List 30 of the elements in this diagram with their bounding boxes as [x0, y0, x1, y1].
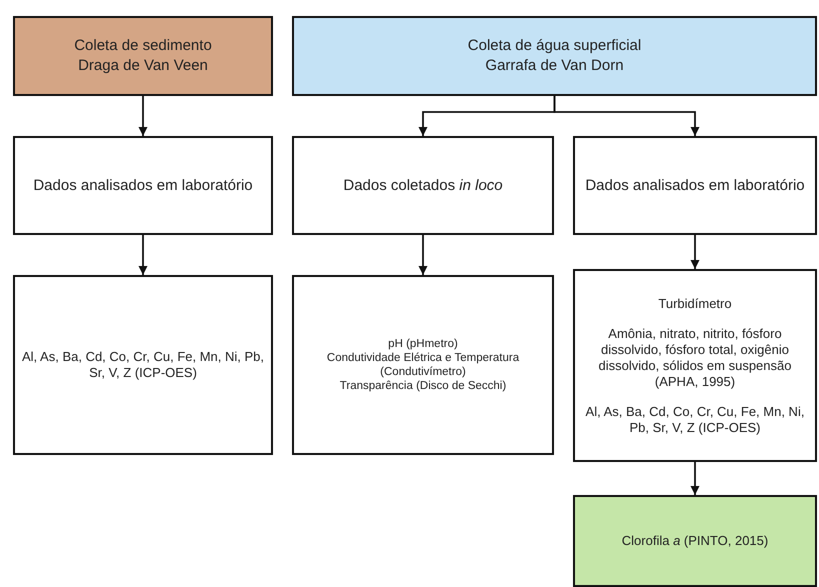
process-box [573, 495, 817, 587]
box-text: Transparência (Disco de Secchi) [340, 379, 506, 393]
arrow [690, 235, 700, 269]
arrow [138, 235, 148, 275]
box-text: Garrafa de Van Dorn [485, 56, 624, 76]
box-text: Draga de Van Veen [78, 56, 208, 76]
box-text: Dados analisados em laboratório [33, 176, 253, 196]
box-text: Dados analisados em laboratório [585, 176, 805, 196]
box-text: Amônia, nitrato, nitrito, fósforo dissolvido, fósforo total, oxigênio dissolvido, sólidos em suspensão (APHA, 1995) [598, 326, 792, 390]
process-box [573, 136, 817, 235]
arrow [690, 462, 700, 495]
process-box [13, 16, 273, 96]
box-text: Al, As, Ba, Cd, Co, Cr, Cu, Fe, Mn, Ni, Pb, Sr, V, Z (ICP-OES) [584, 404, 806, 436]
process-box [292, 136, 554, 235]
box-text: pH (pHmetro) [388, 337, 458, 351]
process-box [573, 269, 817, 462]
box-text: Turbidímetro [658, 296, 732, 312]
box-text: Condutividade Elétrica e Temperatura (Condutivímetro) [326, 351, 520, 379]
arrow [418, 235, 428, 275]
process-box [13, 136, 273, 235]
box-text: Dados coletados in loco [343, 176, 503, 196]
process-box [292, 275, 554, 455]
box-text: Al, As, Ba, Cd, Co, Cr, Cu, Fe, Mn, Ni, Pb, Sr, V, Z (ICP-OES) [21, 349, 265, 381]
box-text: Clorofila a (PINTO, 2015) [622, 533, 768, 549]
box-text: Coleta de água superficial [468, 36, 642, 56]
box-text: Coleta de sedimento [74, 36, 212, 56]
arrow [554, 96, 700, 136]
process-box [292, 16, 817, 96]
arrow [138, 96, 148, 136]
process-box [13, 275, 273, 455]
